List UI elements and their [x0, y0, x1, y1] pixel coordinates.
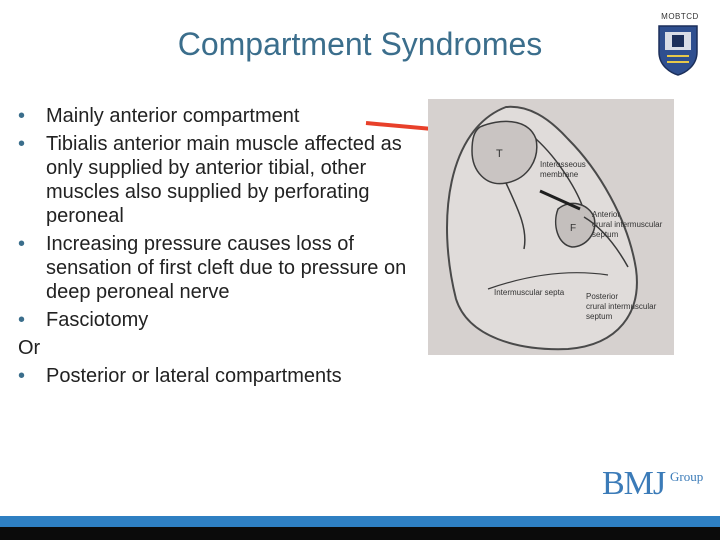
bullet-marker: • [18, 365, 26, 387]
label-interosseous-2: membrane [540, 170, 579, 179]
bullet-marker: • [18, 233, 26, 255]
label-interosseous-1: Interosseous [540, 160, 586, 169]
bullet-marker: • [18, 105, 26, 127]
bullet-text: Mainly anterior compartment [46, 105, 300, 127]
bullet-item: • Mainly anterior compartment [18, 104, 418, 128]
slide-title: Compartment Syndromes [177, 26, 543, 62]
bullet-text: Or [18, 337, 41, 359]
footer-bar-dark [0, 527, 720, 540]
label-posterior-3: septum [586, 312, 613, 321]
bullet-marker: • [18, 133, 26, 155]
bmj-logo-main: BMJ [602, 465, 666, 502]
label-posterior-1: Posterior [586, 292, 618, 301]
label-anterior-3: septum [592, 230, 619, 239]
bullet-text: Posterior or lateral compartments [46, 365, 342, 387]
bullet-text: Increasing pressure causes loss of sensa… [46, 233, 407, 303]
bullet-item: • Posterior or lateral compartments [18, 364, 418, 388]
label-posterior-2: crural intermuscular [586, 302, 657, 311]
leg-cross-section-diagram: T F Interosseous membrane Anterior crura… [428, 99, 674, 355]
bullet-item: • Increasing pressure causes loss of sen… [18, 232, 418, 304]
bullet-item: Or [18, 336, 418, 360]
crest-label: MOBTCD [661, 12, 699, 21]
bullet-item: • Fasciotomy [18, 308, 418, 332]
bullet-list: • Mainly anterior compartment • Tibialis… [18, 104, 418, 392]
footer-bar-blue [0, 516, 720, 527]
label-anterior-2: crural intermuscular [592, 220, 663, 229]
svg-text:F: F [570, 223, 576, 234]
label-intermuscular: Intermuscular septa [494, 288, 565, 297]
bullet-text: Tibialis anterior main muscle affected a… [46, 133, 402, 227]
bullet-item: • Tibialis anterior main muscle affected… [18, 132, 418, 228]
svg-text:T: T [496, 148, 503, 160]
bmj-logo: BMJ Group [602, 465, 703, 503]
bmj-logo-sub: Group [670, 469, 704, 484]
college-crest-icon [658, 25, 698, 76]
label-anterior-1: Anterior [592, 210, 620, 219]
bullet-text: Fasciotomy [46, 309, 149, 331]
svg-text:Anterior crural intermuscu: Anterior crural intermuscular septum [592, 210, 664, 239]
svg-text:Interosseous membrane: Interosseous membrane [540, 160, 588, 179]
bullet-marker: • [18, 309, 26, 331]
svg-text:Posterior crural intermusc: Posterior crural intermuscular septum [586, 292, 658, 321]
